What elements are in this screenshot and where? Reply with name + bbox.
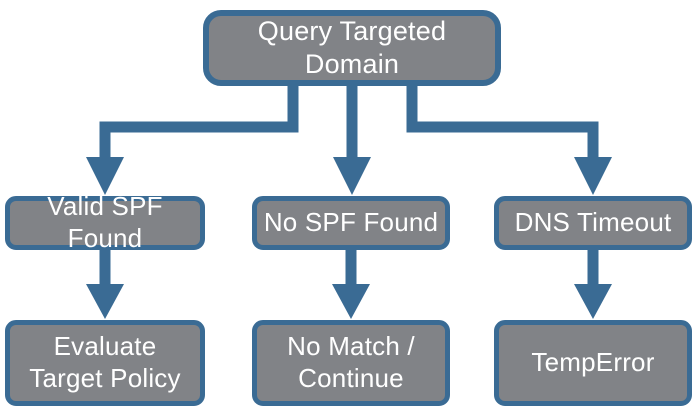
arrow-root-to-valid-spf — [86, 80, 299, 195]
node-valid-spf-found: Valid SPF Found — [5, 191, 205, 253]
node-dns-timeout: DNS Timeout — [494, 196, 692, 250]
node-label: Query Targeted Domain — [257, 16, 447, 79]
node-label: No Match / Continue — [287, 331, 415, 393]
arrow-dns-timeout-to-temperror — [574, 245, 612, 319]
node-label: TempError — [531, 347, 655, 378]
node-query-targeted-domain: Query Targeted Domain — [203, 10, 501, 86]
arrow-root-to-no-spf — [333, 80, 371, 195]
node-no-spf-found: No SPF Found — [252, 196, 450, 250]
node-evaluate-target-policy: Evaluate Target Policy — [5, 320, 205, 406]
node-temperror: TempError — [494, 320, 692, 406]
node-label: Evaluate Target Policy — [29, 331, 181, 393]
node-label: No SPF Found — [263, 207, 439, 238]
arrow-root-to-dns-timeout — [406, 80, 612, 195]
node-no-match-continue: No Match / Continue — [252, 320, 450, 406]
arrow-valid-spf-to-evaluate — [86, 245, 124, 319]
arrow-no-spf-to-no-match — [332, 245, 370, 319]
node-label: Valid SPF Found — [47, 191, 163, 253]
node-label: DNS Timeout — [514, 207, 672, 238]
